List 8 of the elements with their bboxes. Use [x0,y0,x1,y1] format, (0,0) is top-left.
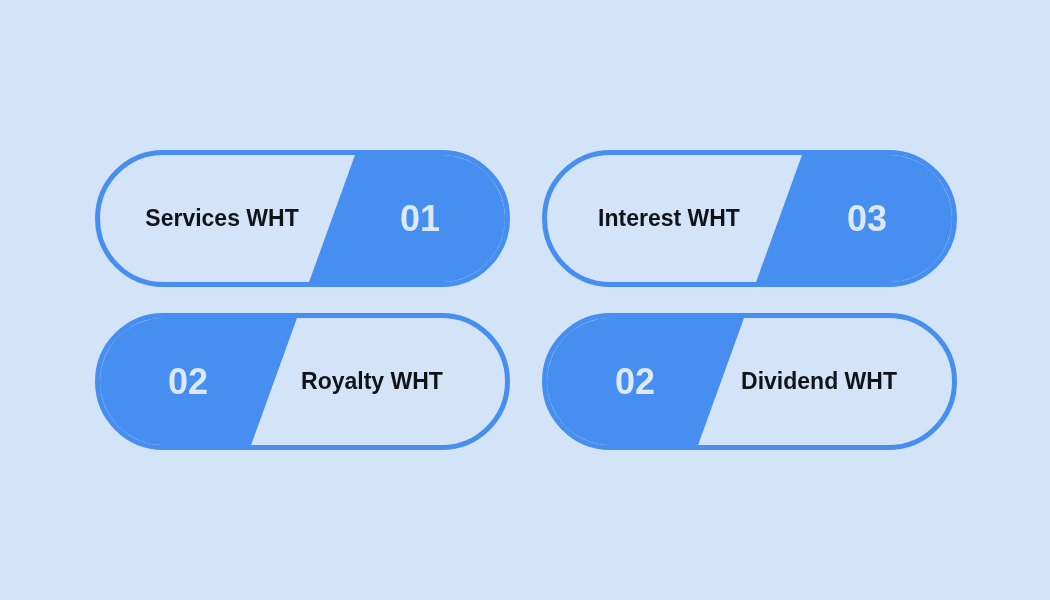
category-label: Interest WHT [598,205,740,232]
category-label: Royalty WHT [301,368,443,395]
number-label: 02 [168,361,208,402]
category-label: Dividend WHT [741,368,897,395]
number-label: 02 [615,361,655,402]
number-label: 01 [400,198,440,239]
category-label: Services WHT [145,205,299,232]
number-label: 03 [847,198,887,239]
